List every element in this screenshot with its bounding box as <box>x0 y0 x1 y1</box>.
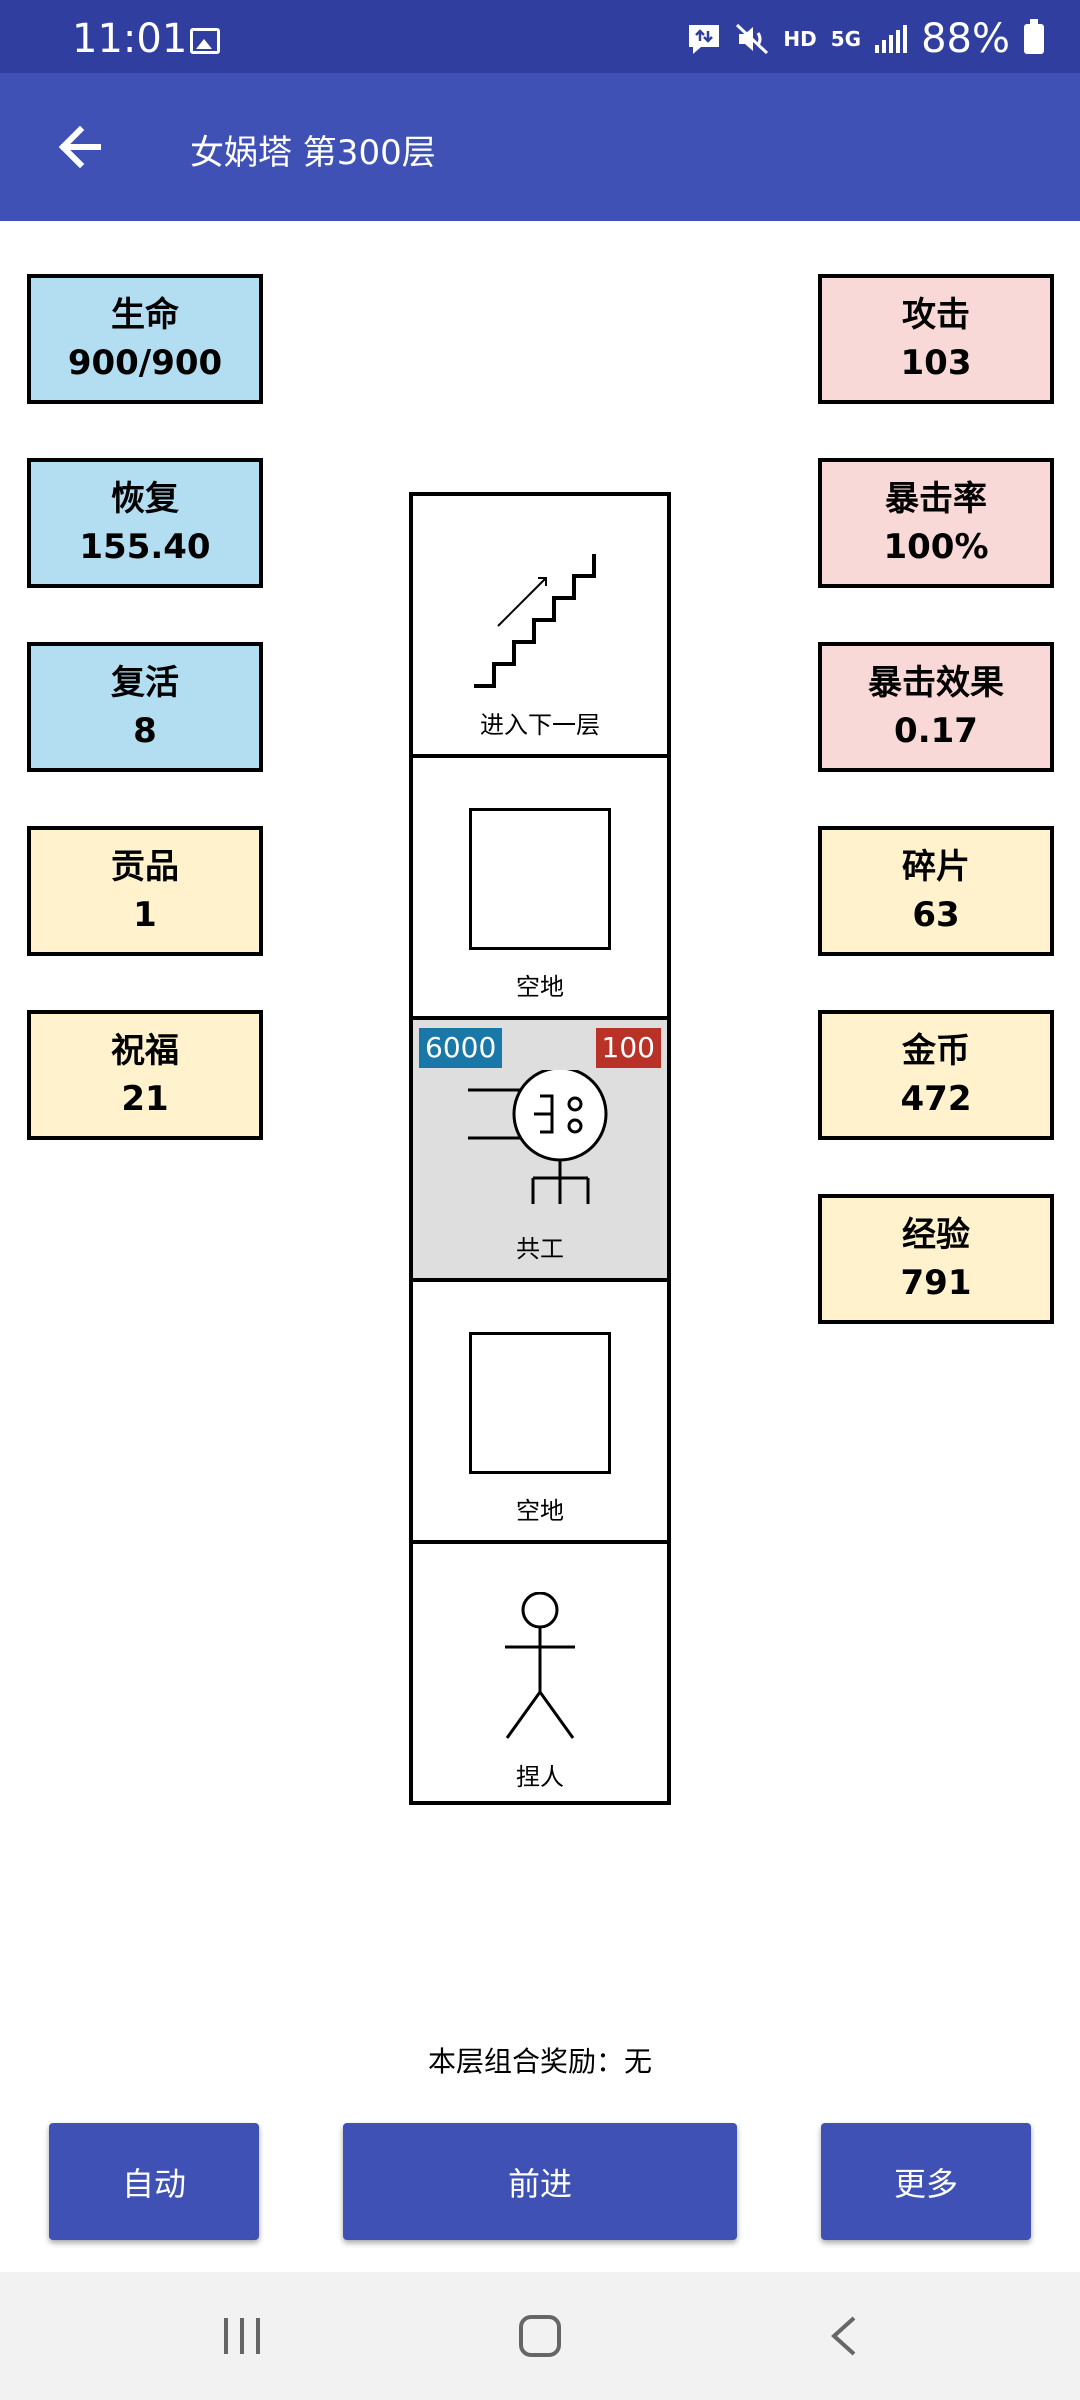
signal-icon <box>875 25 908 53</box>
home-icon[interactable] <box>518 2314 562 2358</box>
mute-icon <box>736 23 769 55</box>
arrow-left-icon[interactable] <box>50 117 110 177</box>
stat-value: 103 <box>900 343 972 383</box>
stat-crit-effect: 暴击效果 0.17 <box>818 642 1054 772</box>
stat-label: 经验 <box>902 1215 970 1255</box>
stat-value: 8 <box>133 711 157 751</box>
forward-button[interactable]: 前进 <box>343 2123 737 2240</box>
stat-tribute: 贡品 1 <box>27 826 263 956</box>
stick-figure-icon <box>505 1592 575 1739</box>
status-time: 11:01 <box>72 16 188 62</box>
stat-value: 900/900 <box>67 343 223 383</box>
stat-value: 791 <box>900 1263 972 1303</box>
network-type: 5G <box>830 27 862 51</box>
tower-cell-enemy[interactable]: 6000 100 共工 <box>413 1020 667 1282</box>
enemy-hp-badge: 6000 <box>419 1028 503 1068</box>
stat-label: 恢复 <box>111 479 179 519</box>
stat-value: 63 <box>912 895 960 935</box>
stat-hp: 生命 900/900 <box>27 274 263 404</box>
stat-attack: 攻击 103 <box>818 274 1054 404</box>
data-saver-icon <box>689 25 720 54</box>
stairs-up-icon <box>474 554 596 688</box>
stat-blessing: 祝福 21 <box>27 1010 263 1140</box>
cell-label: 空地 <box>516 973 564 1001</box>
page-title: 女娲塔 第300层 <box>190 133 436 173</box>
monster-icon <box>468 1070 608 1204</box>
stat-label: 祝福 <box>111 1031 179 1071</box>
tower-column: 进入下一层 空地 6000 100 共工 空地 <box>409 492 671 1805</box>
stat-gold: 金币 472 <box>818 1010 1054 1140</box>
more-button[interactable]: 更多 <box>821 2123 1031 2240</box>
cell-label: 空地 <box>516 1497 564 1525</box>
system-nav-bar <box>0 2272 1080 2400</box>
stat-label: 生命 <box>111 295 179 335</box>
hd-indicator: HD <box>783 27 817 51</box>
stat-value: 0.17 <box>894 711 978 751</box>
tower-cell-empty[interactable]: 空地 <box>413 1282 667 1544</box>
stat-label: 贡品 <box>111 847 179 887</box>
stat-label: 复活 <box>111 663 179 703</box>
stat-value: 100% <box>883 527 989 567</box>
tower-cell-next-floor[interactable]: 进入下一层 <box>413 496 667 758</box>
cell-label: 共工 <box>516 1235 564 1263</box>
auto-button[interactable]: 自动 <box>49 2123 259 2240</box>
stat-value: 472 <box>900 1079 972 1119</box>
stat-value: 155.40 <box>79 527 211 567</box>
stat-label: 攻击 <box>902 295 970 335</box>
stat-value: 1 <box>133 895 157 935</box>
stat-fragments: 碎片 63 <box>818 826 1054 956</box>
battery-percent: 88% <box>921 16 1010 62</box>
empty-square-icon <box>469 1332 611 1474</box>
stat-label: 碎片 <box>902 847 970 887</box>
stat-label: 金币 <box>902 1031 970 1071</box>
battery-icon <box>1024 19 1044 54</box>
stat-crit-rate: 暴击率 100% <box>818 458 1054 588</box>
empty-square-icon <box>469 808 611 950</box>
stat-label: 暴击效果 <box>868 663 1004 703</box>
floor-combo-reward: 本层组合奖励：无 <box>427 2045 652 2078</box>
tower-cell-empty[interactable]: 空地 <box>413 758 667 1020</box>
stat-experience: 经验 791 <box>818 1194 1054 1324</box>
tower-cell-player[interactable]: 捏人 <box>413 1544 667 1806</box>
status-bar: 11:01 HD 5G 88% <box>0 0 1080 73</box>
cell-label: 进入下一层 <box>480 711 600 739</box>
recents-icon[interactable] <box>220 2316 264 2356</box>
back-chevron-icon[interactable] <box>826 2314 862 2358</box>
stat-label: 暴击率 <box>885 479 987 519</box>
cell-label: 捏人 <box>516 1763 564 1791</box>
enemy-attack-badge: 100 <box>595 1028 661 1068</box>
gallery-notification-icon <box>190 28 220 54</box>
stat-value: 21 <box>121 1079 169 1119</box>
stat-regen: 恢复 155.40 <box>27 458 263 588</box>
stat-revive: 复活 8 <box>27 642 263 772</box>
status-icons: HD 5G 88% <box>687 16 1044 62</box>
app-bar: 女娲塔 第300层 <box>0 73 1080 221</box>
